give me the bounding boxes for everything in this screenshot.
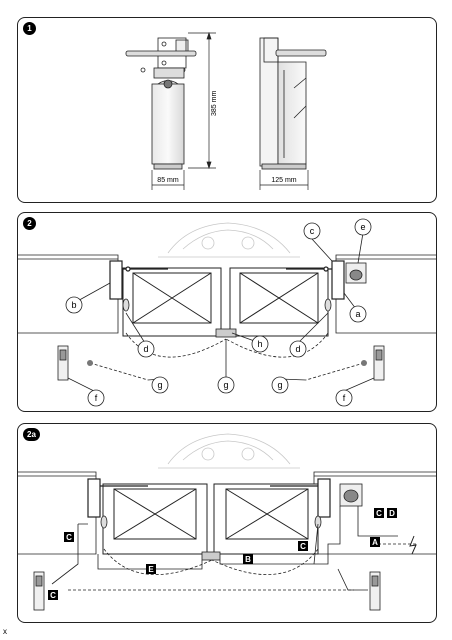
opening-path-arcs-2a <box>68 543 418 591</box>
side-width-dimension-line <box>259 170 309 190</box>
callout-label-f-left: f <box>95 393 98 403</box>
cable-box-A <box>370 537 380 547</box>
figure-1-number: 1 <box>23 22 36 35</box>
footer-mark: x <box>3 627 7 636</box>
control-unit <box>345 262 367 284</box>
callout-circle-h <box>251 335 269 353</box>
figure-2-number: 2 <box>23 217 36 230</box>
callout-label-d-right: d <box>295 344 300 354</box>
figure-2a-number: 2a <box>23 428 40 441</box>
callout-label-a: a <box>355 309 360 319</box>
side-width-dimension-label: 125 mm <box>271 177 296 184</box>
callout-circle-g-center <box>217 376 235 394</box>
callout-line-a <box>343 292 357 310</box>
callout-line-d-right <box>297 312 329 344</box>
cable-label-A: A <box>372 538 378 547</box>
callout-label-c: c <box>310 226 315 236</box>
callout-line-d-left <box>125 312 146 344</box>
callout-circle-f-right <box>335 389 353 407</box>
front-width-dimension-label: 85 mm <box>157 177 179 184</box>
operator-side-view <box>259 37 327 170</box>
callout-circle-a <box>349 305 367 323</box>
callout-label-e: e <box>360 222 365 232</box>
photocell-columns <box>57 345 385 381</box>
cable-label-C-bottom: C <box>50 591 56 600</box>
callout-circle-g-right <box>271 376 289 394</box>
callout-label-g-left: g <box>157 380 162 390</box>
callout-label-g-center: g <box>223 380 228 390</box>
gate-operators-2a <box>87 478 331 518</box>
gate-stop <box>215 328 237 338</box>
height-dimension-label: 385 mm <box>211 91 218 116</box>
cable-label-C-top: C <box>376 509 382 518</box>
cable-label-E: E <box>148 565 154 574</box>
cable-box-B <box>243 554 253 564</box>
operator-front-view <box>125 37 197 170</box>
figure-1-panel: 1 <box>17 17 437 203</box>
car-outline-graphic <box>158 222 300 258</box>
callout-circle-g-left <box>151 376 169 394</box>
callout-line-f-right <box>343 377 375 392</box>
figure-2a-drawing: A B C C C C D E <box>18 433 436 611</box>
callout-line-f-left <box>67 377 95 392</box>
mains-power-icon <box>409 535 417 555</box>
cable-label-C-right: C <box>300 542 306 551</box>
callout-label-f-right: f <box>343 393 346 403</box>
boundary-wall <box>18 254 436 334</box>
gate-leaves-2a <box>102 483 319 555</box>
callout-line-e <box>357 232 364 264</box>
callout-label-d-left: d <box>143 344 148 354</box>
callout-label-h: h <box>257 339 262 349</box>
cable-label-D: D <box>389 509 395 518</box>
callout-circle-e <box>354 218 372 236</box>
figure-2a-panel: 2a <box>17 423 437 623</box>
callout-circle-f-left <box>87 389 105 407</box>
photocells <box>122 298 332 312</box>
flashing-lights <box>87 360 367 366</box>
cable-label-B: B <box>245 555 251 564</box>
front-width-dimension-line <box>151 170 185 190</box>
cable-box-C-right <box>298 541 308 551</box>
figure-1-drawing: 385 mm 85 mm <box>125 31 327 190</box>
cable-box-C-top <box>374 508 384 518</box>
gate-operators <box>109 260 345 300</box>
callout-label-b: b <box>71 300 76 310</box>
callout-circle-c <box>303 222 321 240</box>
cable-box-C-left <box>64 532 74 542</box>
height-dimension-line <box>188 31 216 170</box>
callout-circle-d-right <box>289 340 307 358</box>
gate-leaves <box>122 267 329 337</box>
opening-path-arcs <box>89 332 365 381</box>
callout-label-g-right: g <box>277 380 282 390</box>
control-unit-2a <box>339 483 363 507</box>
cable-box-D <box>387 508 397 518</box>
car-outline-graphic-2a <box>158 433 300 469</box>
callout-circle-b <box>65 296 83 314</box>
gate-stop-2a <box>201 551 221 561</box>
cable-box-C-bottom <box>48 590 58 600</box>
figure-2-panel: 2 <box>17 212 437 412</box>
callout-circle-d-left <box>137 340 155 358</box>
cable-box-E <box>146 564 156 574</box>
photocell-columns-2a <box>33 571 381 611</box>
cable-label-C-left: C <box>66 533 72 542</box>
callout-line-c <box>311 238 333 262</box>
figure-2-drawing: b c e a d d h g g g f f <box>18 218 436 407</box>
